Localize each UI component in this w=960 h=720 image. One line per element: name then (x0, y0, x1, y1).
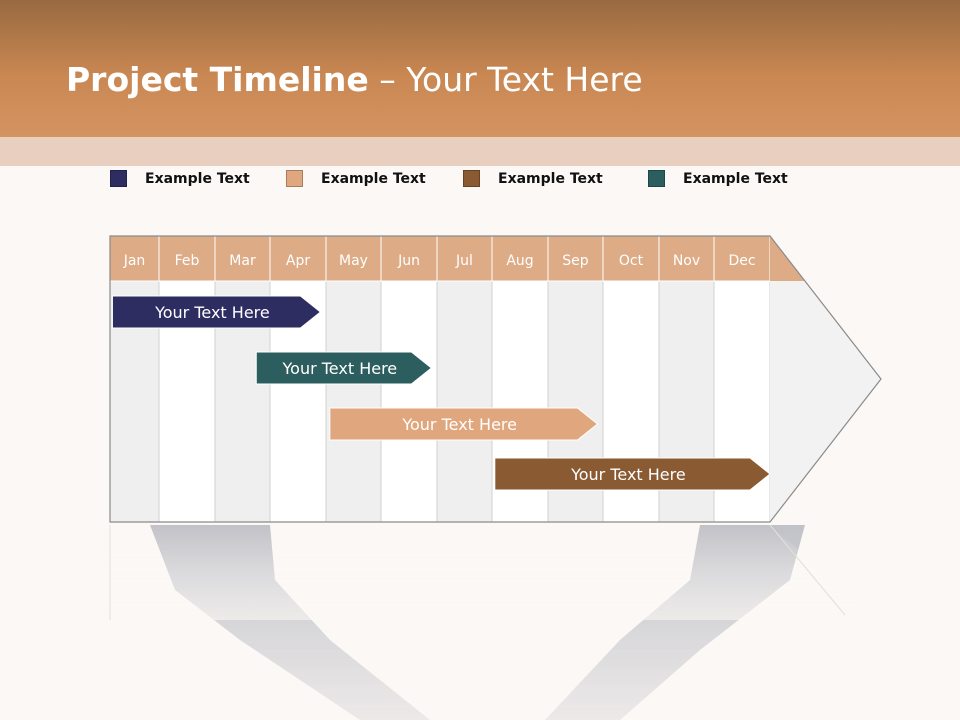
month-label-sep: Sep (562, 253, 589, 269)
task-bar-4 (494, 457, 771, 491)
month-header-jan (109, 235, 160, 282)
legend-swatch-3 (463, 170, 480, 187)
month-label-jan: Jan (123, 253, 146, 269)
month-label-dec: Dec (728, 253, 755, 269)
month-header-apr (269, 235, 327, 282)
legend-item-4: Example Text (648, 170, 788, 187)
task-bar-1 (111, 295, 322, 329)
month-label-oct: Oct (619, 253, 644, 269)
month-header-may (325, 235, 382, 282)
month-label-apr: Apr (286, 253, 310, 269)
legend-label-1: Example Text (145, 170, 250, 187)
month-column-jun (380, 280, 438, 523)
month-label-may: May (339, 253, 368, 269)
header-band (0, 0, 960, 137)
legend-label-4: Example Text (683, 170, 788, 187)
task-label-3: Your Text Here (401, 415, 517, 434)
timeline-arrow-outline (109, 235, 882, 523)
task-bar-2 (255, 351, 433, 385)
reflection-shape (110, 525, 880, 620)
task-label-4: Your Text Here (570, 465, 686, 484)
header-subband (0, 137, 960, 166)
arrow-head-body (770, 281, 881, 522)
month-header-oct (602, 235, 660, 282)
legend-swatch-1 (110, 170, 127, 187)
task-label-2: Your Text Here (282, 359, 398, 378)
month-label-jul: Jul (455, 253, 473, 269)
month-label-mar: Mar (229, 253, 256, 269)
title-light: – Your Text Here (368, 60, 643, 99)
month-label-feb: Feb (175, 253, 200, 269)
month-header-nov (658, 235, 715, 282)
month-header-jun (380, 235, 438, 282)
task-label-1: Your Text Here (154, 303, 270, 322)
slide-title: Project Timeline – Your Text Here (66, 60, 643, 99)
legend-label-2: Example Text (321, 170, 426, 187)
month-headers: Jan Feb Mar Apr May Jun Jul Aug Sep Oct Nov Dec (109, 235, 805, 282)
task-bar-3 (329, 407, 599, 441)
legend-item-2: Example Text (286, 170, 426, 187)
legend-item-1: Example Text (110, 170, 250, 187)
legend-label-3: Example Text (498, 170, 603, 187)
month-column-jul (436, 280, 493, 523)
month-column-may (325, 280, 382, 523)
month-label-aug: Aug (506, 253, 533, 269)
month-label-nov: Nov (673, 253, 700, 269)
month-label-jun: Jun (397, 253, 420, 269)
month-header-feb (158, 235, 216, 282)
month-header-sep (547, 235, 604, 282)
legend-item-3: Example Text (463, 170, 603, 187)
reflection-edge-right (769, 524, 846, 616)
legend-swatch-2 (286, 170, 303, 187)
month-header-mar (214, 235, 271, 282)
legend-swatch-4 (648, 170, 665, 187)
title-bold: Project Timeline (66, 60, 369, 99)
